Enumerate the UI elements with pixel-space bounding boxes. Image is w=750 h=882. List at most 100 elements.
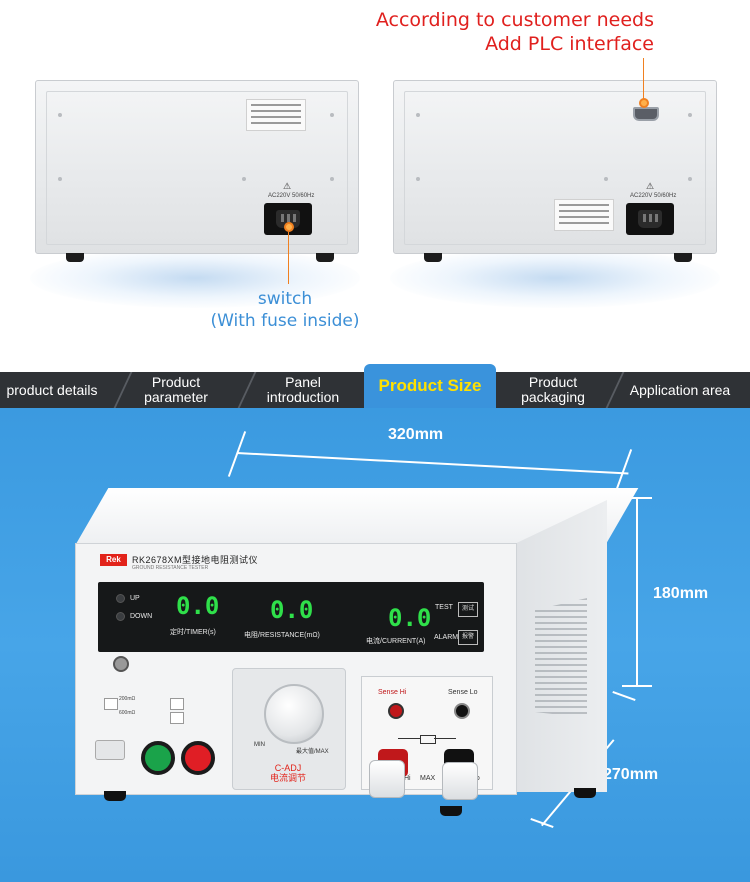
test-label: TEST	[435, 604, 453, 611]
tab-product-parameter[interactable]: Product parameter	[124, 372, 228, 408]
cadj-en: C-ADJ	[274, 763, 302, 773]
foot	[424, 253, 442, 262]
height-tick-top	[622, 497, 652, 499]
width-dimension: 320mm	[388, 426, 444, 443]
stop-button[interactable]	[181, 741, 215, 775]
panel-rim	[404, 91, 706, 245]
mode-switch[interactable]	[170, 698, 184, 710]
switch-callout-line2: (With fuse inside)	[210, 311, 360, 331]
foot	[104, 791, 126, 801]
test-plug-red	[369, 760, 405, 798]
brand-logo: Rek	[100, 554, 127, 566]
side-vents	[535, 598, 587, 718]
warning-icon: ⚠	[283, 181, 292, 191]
model-subtitle: GROUND RESISTANCE TESTER	[132, 565, 209, 571]
tab-label: Application area	[629, 381, 731, 398]
power-rating-label: AC220V 50/60Hz	[268, 193, 315, 199]
hi-label: Hi	[404, 775, 411, 782]
product-size-section: 320mm 180mm 270mm Rek RK2678XM型接地电阻测试仪 G…	[0, 408, 750, 882]
sense-hi-terminal[interactable]	[388, 703, 404, 719]
plc-callout: According to customer needs Add PLC inte…	[376, 8, 654, 56]
plc-marker	[639, 98, 649, 108]
screw	[330, 177, 334, 181]
sense-hi-label: Sense Hi	[378, 689, 407, 696]
sense-lo-terminal[interactable]	[454, 703, 470, 719]
screw	[688, 177, 692, 181]
height-dimension-line	[636, 498, 638, 686]
current-label: 电流/CURRENT(A)	[366, 638, 426, 645]
resistance-label: 电阻/RESISTANCE(mΩ)	[244, 632, 320, 639]
circuit-line	[398, 738, 420, 739]
max-label: MAX	[420, 775, 436, 782]
foot	[316, 253, 334, 262]
key-lock[interactable]	[113, 656, 129, 672]
model-name: RK2678XM型接地电阻测试仪	[132, 555, 259, 565]
tab-product-details[interactable]: product details	[0, 372, 104, 408]
warning-icon: ⚠	[646, 181, 655, 191]
start-button[interactable]	[141, 741, 175, 775]
rear-panel-right: ⚠ AC220V 50/60Hz	[393, 80, 717, 262]
screw	[330, 113, 334, 117]
screw	[58, 113, 62, 117]
sense-lo-label: Sense Lo	[448, 689, 478, 696]
tab-label: Product parameter	[144, 374, 208, 405]
switch-callout: switch (With fuse inside)	[196, 288, 374, 332]
plc-db9-port	[633, 107, 659, 121]
test-plug-black	[442, 762, 478, 800]
floor-glow-left	[30, 248, 360, 308]
width-dimension-line	[236, 452, 629, 475]
screw	[416, 113, 420, 117]
plc-callout-line2: Add PLC interface	[485, 33, 654, 55]
current-readout: 0.0	[388, 604, 432, 632]
switch-callout-line1: switch	[257, 289, 313, 309]
up-label: UP	[130, 595, 140, 602]
up-led	[116, 594, 125, 603]
range-switch[interactable]	[104, 698, 118, 710]
height-dimension: 180mm	[653, 585, 709, 602]
timer-label: 定时/TIMER(s)	[170, 629, 216, 636]
foot	[674, 253, 692, 262]
screw	[58, 177, 62, 181]
tab-label: Panel introduction	[266, 374, 340, 405]
depth-tick-back	[612, 690, 636, 702]
mode-switch-2[interactable]	[170, 712, 184, 724]
foot	[440, 806, 462, 816]
tab-panel-introduction[interactable]: Panel introduction	[248, 372, 358, 408]
depth-dimension: 270mm	[603, 766, 659, 783]
resistance-readout: 0.0	[270, 596, 314, 624]
rear-panel-left: ⚠ AC220V 50/60Hz	[35, 80, 359, 262]
power-inlet	[626, 203, 674, 235]
foot	[574, 788, 596, 798]
rear-view-section: According to customer needs Add PLC inte…	[0, 0, 750, 355]
floor-glow-right	[390, 248, 720, 308]
screw	[416, 177, 420, 181]
plc-callout-line1: According to customer needs	[375, 9, 654, 31]
height-tick-bottom	[622, 685, 652, 687]
resistor-symbol	[420, 735, 436, 744]
timer-readout: 0.0	[176, 592, 220, 620]
tab-product-size[interactable]: Product Size	[364, 364, 496, 408]
screw	[242, 177, 246, 181]
tab-application-area[interactable]: Application area	[624, 372, 736, 408]
power-switch[interactable]	[95, 740, 125, 760]
alarm-indicator: 报警	[458, 630, 478, 645]
tab-product-packaging[interactable]: Product packaging	[500, 372, 606, 408]
range-600-label: 600mΩ	[119, 710, 136, 716]
circuit-line	[434, 738, 456, 739]
knob-max-label: 最大值/MAX	[296, 749, 329, 755]
switch-marker	[284, 222, 294, 232]
knob-min-label: MIN	[254, 742, 265, 748]
rating-sticker	[554, 199, 614, 231]
panel-rim	[46, 91, 348, 245]
tab-label: product details	[6, 381, 98, 398]
current-adjust-knob[interactable]	[264, 684, 324, 744]
range-200-label: 200mΩ	[119, 696, 136, 702]
down-label: DOWN	[130, 613, 153, 620]
cadj-label: C-ADJ 电流调节	[268, 763, 308, 783]
switch-leader-line	[288, 232, 289, 284]
cadj-cn: 电流调节	[269, 773, 306, 783]
test-indicator: 测试	[458, 602, 478, 617]
down-led	[116, 612, 125, 621]
power-rating-label: AC220V 50/60Hz	[630, 193, 677, 199]
screw	[688, 113, 692, 117]
